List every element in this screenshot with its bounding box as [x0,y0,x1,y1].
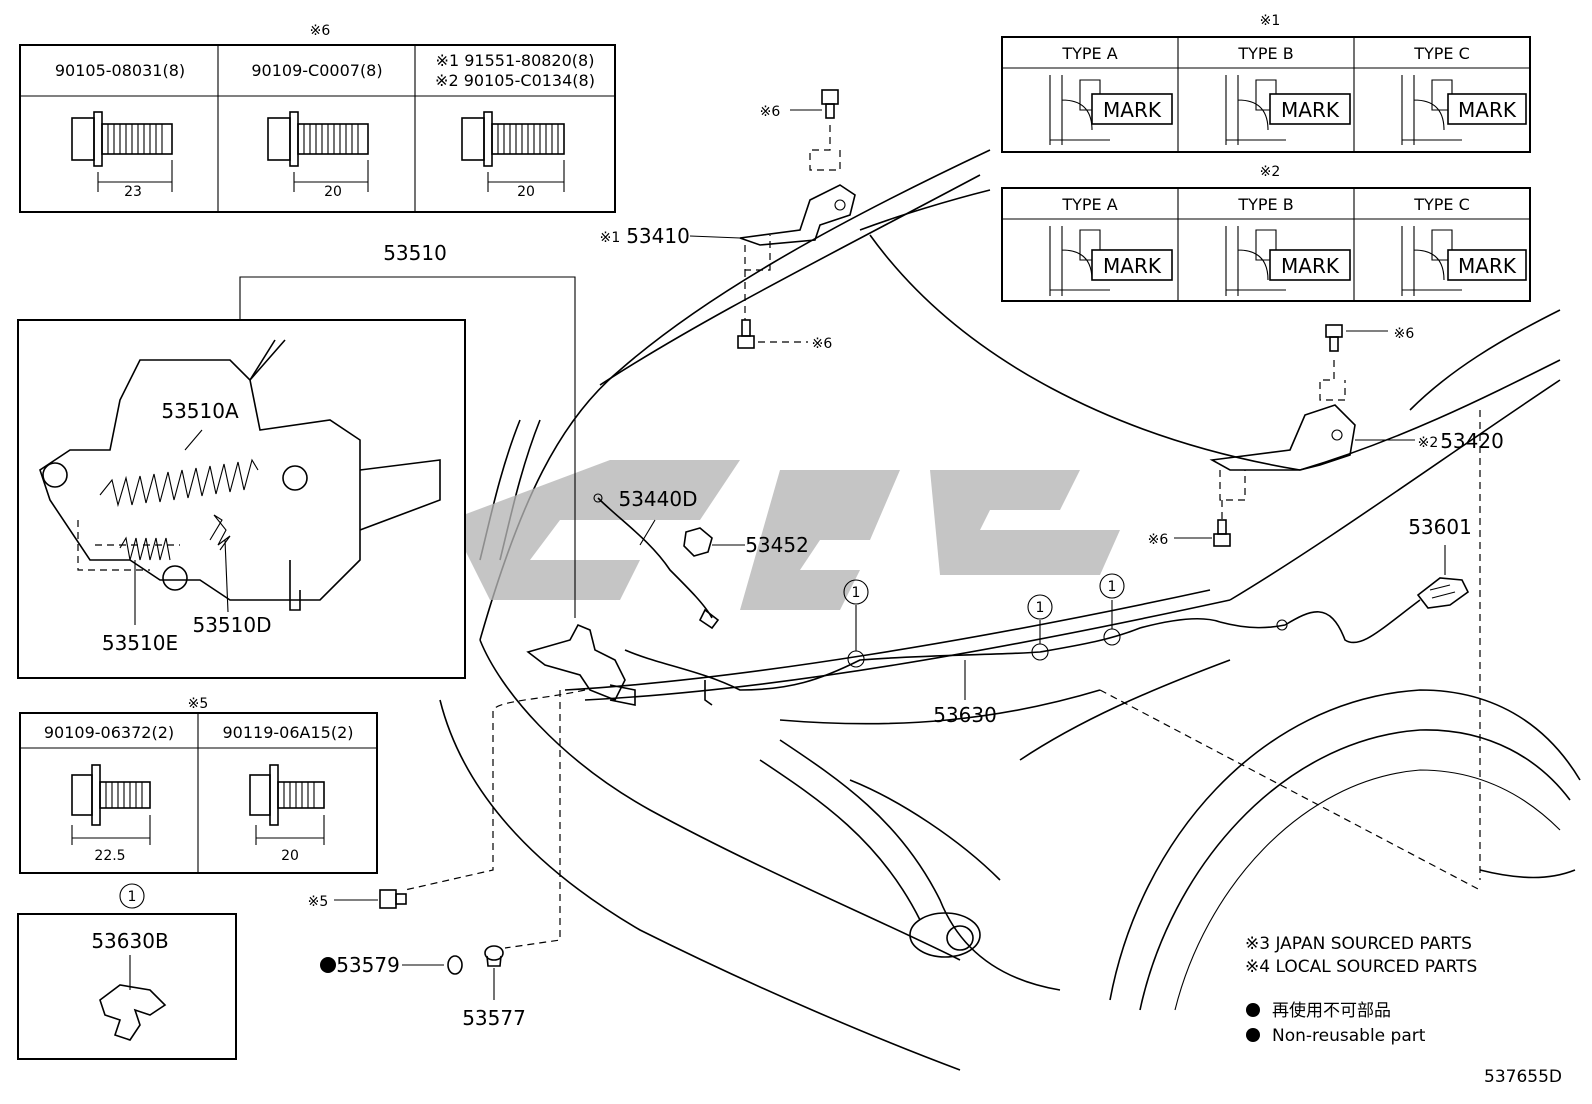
legend-nonreusable-en: Non-reusable part [1272,1026,1426,1046]
type-b: TYPE B [1237,44,1293,63]
part-53630: 53630 [933,703,997,727]
part-53410: 53410 [626,224,690,248]
hood-latch-detail: 53510 53510A 53510E 53510D [17,241,576,679]
note-1: ※1 [600,230,621,246]
note-6: ※6 [1148,532,1169,548]
bolt-icon [267,111,369,192]
type-c: TYPE C [1413,195,1470,214]
release-lever: 53601 [1408,515,1472,609]
hood-latch-installed [404,623,636,949]
bolt-icon [461,111,565,192]
type-a: TYPE A [1061,195,1117,214]
note-5: ※5 [308,894,329,910]
table-note: ※6 [310,23,331,39]
bolt-icon [1325,324,1343,352]
note-6: ※6 [1394,326,1415,342]
clip-box: 1 53630B [17,883,237,1060]
table-note: ※2 [1260,164,1281,180]
part-53440D: 53440D [618,487,697,511]
bolt-icon [379,889,407,909]
fasteners: ※5 53579 53577 [308,889,526,1030]
part-53601: 53601 [1408,515,1472,539]
note-6: ※6 [760,104,781,120]
type-c: TYPE C [1413,44,1470,63]
part-53510D: 53510D [192,613,271,637]
bolt-icon [1213,519,1231,547]
legend-local: ※4 LOCAL SOURCED PARTS [1245,957,1477,977]
hood-hinge-left: ※6 ※1 53410 ※6 [600,89,856,352]
circle-callout: 1 [128,889,137,905]
table-note: ※1 [1260,13,1281,29]
bolt-length-1: 23 [124,184,142,200]
bolt-length-2: 20 [281,848,299,864]
type-a: TYPE A [1061,44,1117,63]
part-53577: 53577 [462,1006,526,1030]
legend-japan: ※3 JAPAN SOURCED PARTS [1245,934,1472,954]
bolt-icon [71,111,173,192]
mark-label: MARK [1458,98,1517,122]
mark-table-2: ※2 TYPE A TYPE B TYPE C MARK MARK MARK [1001,164,1531,302]
mark-label: MARK [1458,254,1517,278]
bolt-icon [821,89,839,119]
bolt-table-5: ※5 90109-06372(2) 90119-06A15(2) 22.5 20 [19,696,378,874]
non-reusable-dot [1246,1003,1260,1017]
bolt-icon [249,764,325,845]
bolt-header-2: 90119-06A15(2) [223,723,354,742]
mark-label: MARK [1103,254,1162,278]
watermark-logo [450,460,1120,610]
part-53510A: 53510A [161,399,239,423]
part-53452: 53452 [745,533,809,557]
bolt-header-1: 90109-06372(2) [44,723,174,742]
bolt-length-3: 20 [517,184,535,200]
note-2: ※2 [1418,435,1439,451]
bolt-header-1: 90105-08031(8) [55,61,185,80]
bolt-header-2: 90109-C0007(8) [251,61,382,80]
mark-label: MARK [1281,254,1340,278]
legend: ※3 JAPAN SOURCED PARTS ※4 LOCAL SOURCED … [1245,934,1562,1087]
mark-table-1: ※1 TYPE A TYPE B TYPE C MARK MARK MARK [1001,13,1531,153]
part-53510: 53510 [383,241,447,265]
diagram-id: 537655D [1484,1067,1562,1087]
mark-label: MARK [1103,98,1162,122]
hinge-sketch [1049,226,1462,296]
hood-lock-cable: 53440D 53452 [593,487,809,630]
part-53420: 53420 [1440,429,1504,453]
bolt-length-1: 22.5 [94,848,125,864]
bolt-header-3a: ※1 91551-80820(8) [436,51,595,70]
table-note: ※5 [188,696,209,712]
part-53510E: 53510E [102,631,178,655]
hood-hinge-right: ※6 ※2 53420 ※6 [1148,324,1504,548]
part-53579: 53579 [336,953,400,977]
hinge-sketch [1049,75,1462,145]
mark-label: MARK [1281,98,1340,122]
non-reusable-dot [320,957,336,973]
bolt-header-3b: ※2 90105-C0134(8) [435,71,595,90]
non-reusable-dot [1246,1028,1260,1042]
type-b: TYPE B [1237,195,1293,214]
circle-callout: 1 [852,585,861,601]
bolt-table-6: ※6 90105-08031(8) 90109-C0007(8) ※1 9155… [19,23,616,213]
part-53630B: 53630B [91,929,168,953]
note-6: ※6 [812,336,833,352]
bolt-icon [71,764,151,845]
legend-nonreusable-jp: 再使用不可部品 [1272,1000,1391,1021]
bolt-length-2: 20 [324,184,342,200]
circle-callout: 1 [1036,600,1045,616]
circle-callout: 1 [1108,579,1117,595]
car-body-outline [439,149,1581,1071]
bolt-icon [737,319,755,349]
release-cable: 1 1 1 53630 [624,573,1421,727]
